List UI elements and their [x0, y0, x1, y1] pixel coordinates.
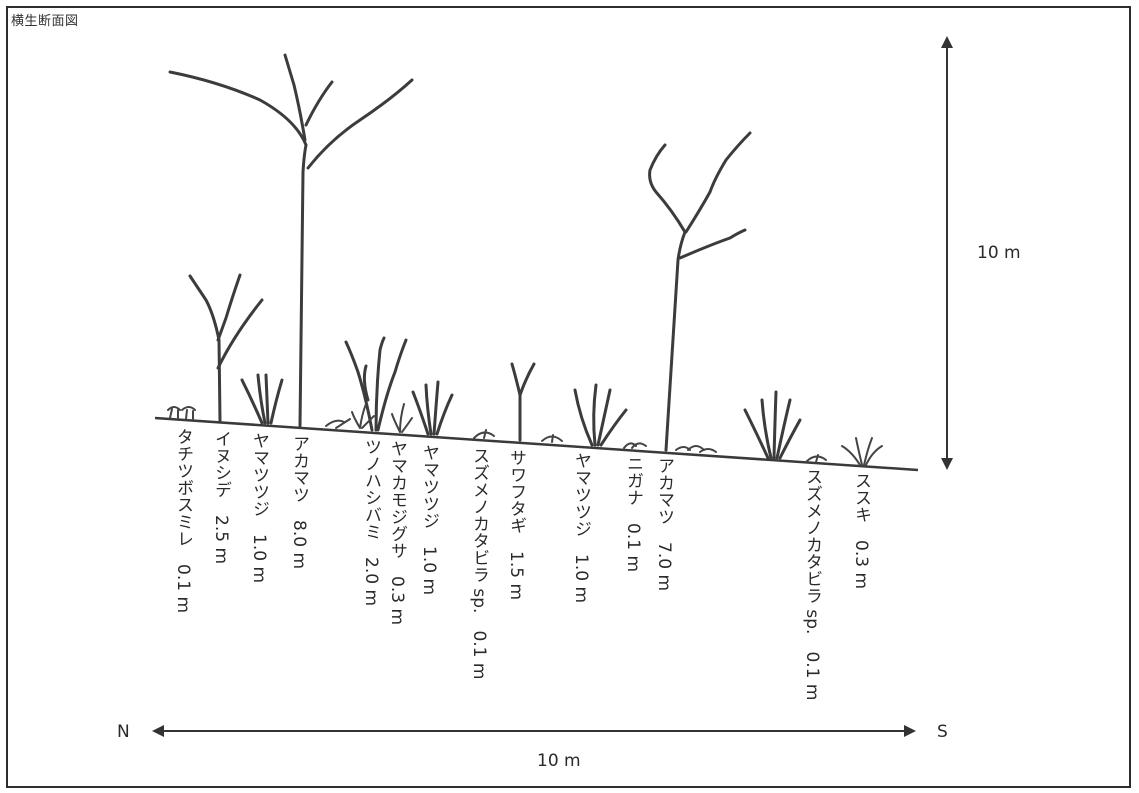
- vertical-scale-label: 10 m: [977, 243, 1021, 263]
- species-label: ヤマツツジ 1.0 m: [249, 432, 269, 583]
- plant-sprout-1: [325, 418, 351, 429]
- plant-tachitsubosumire: [167, 406, 196, 420]
- species-label: ニガナ 0.1 m: [623, 455, 643, 572]
- species-label: ヤマツツジ 1.0 m: [419, 444, 439, 595]
- plant-suzumenokatabira-1: [473, 429, 495, 439]
- species-label: ヤマカモジグサ 0.3 m: [387, 440, 407, 625]
- species-label: ツノハシバミ 2.0 m: [361, 438, 381, 606]
- plant-inushide: [188, 273, 264, 423]
- figure-frame: [6, 6, 1131, 788]
- plant-shrub-clump: [743, 390, 802, 460]
- plant-sprout-2: [541, 434, 563, 443]
- figure-title: 横生断面図: [11, 14, 79, 29]
- species-label: アカマツ 8.0 m: [289, 435, 309, 569]
- species-label: サワフタギ 1.5 m: [506, 449, 526, 600]
- plant-sprout-3: [675, 445, 717, 453]
- species-label: イヌシデ 2.5 m: [211, 430, 231, 564]
- plant-sawafutagi: [510, 362, 536, 442]
- plant-akamatsu-8m: [168, 53, 414, 428]
- horizontal-scale-label: 10 m: [537, 751, 581, 771]
- species-label: スズメノカタビラ sp. 0.1 m: [802, 468, 822, 701]
- plant-nigana: [623, 442, 647, 449]
- north-label: N: [117, 722, 130, 742]
- plant-yamatsutsuji-3: [573, 383, 628, 447]
- plant-tsunohashibami: [344, 336, 408, 432]
- ground-line: [154, 416, 919, 472]
- vertical-scale-arrow: [941, 36, 953, 470]
- plant-akamatsu-7m: [648, 131, 752, 452]
- plant-yamatsutsuji-2: [411, 380, 454, 436]
- species-label: スズメノカタビラ sp. 0.1 m: [469, 447, 489, 680]
- horizontal-scale-arrow: [152, 725, 916, 737]
- plant-yamatsutsuji-1: [240, 373, 284, 425]
- species-label: アカマツ 7.0 m: [654, 457, 674, 591]
- south-label: S: [937, 722, 948, 742]
- plant-yamakamojigusa: [351, 403, 413, 433]
- species-label: ススキ 0.3 m: [851, 472, 871, 589]
- species-label: ヤマツツジ 1.0 m: [571, 452, 591, 603]
- plant-susuki: [841, 437, 883, 466]
- species-label: タチツボスミレ 0.1 m: [173, 428, 193, 613]
- plant-suzumenokatabira-2: [805, 454, 827, 463]
